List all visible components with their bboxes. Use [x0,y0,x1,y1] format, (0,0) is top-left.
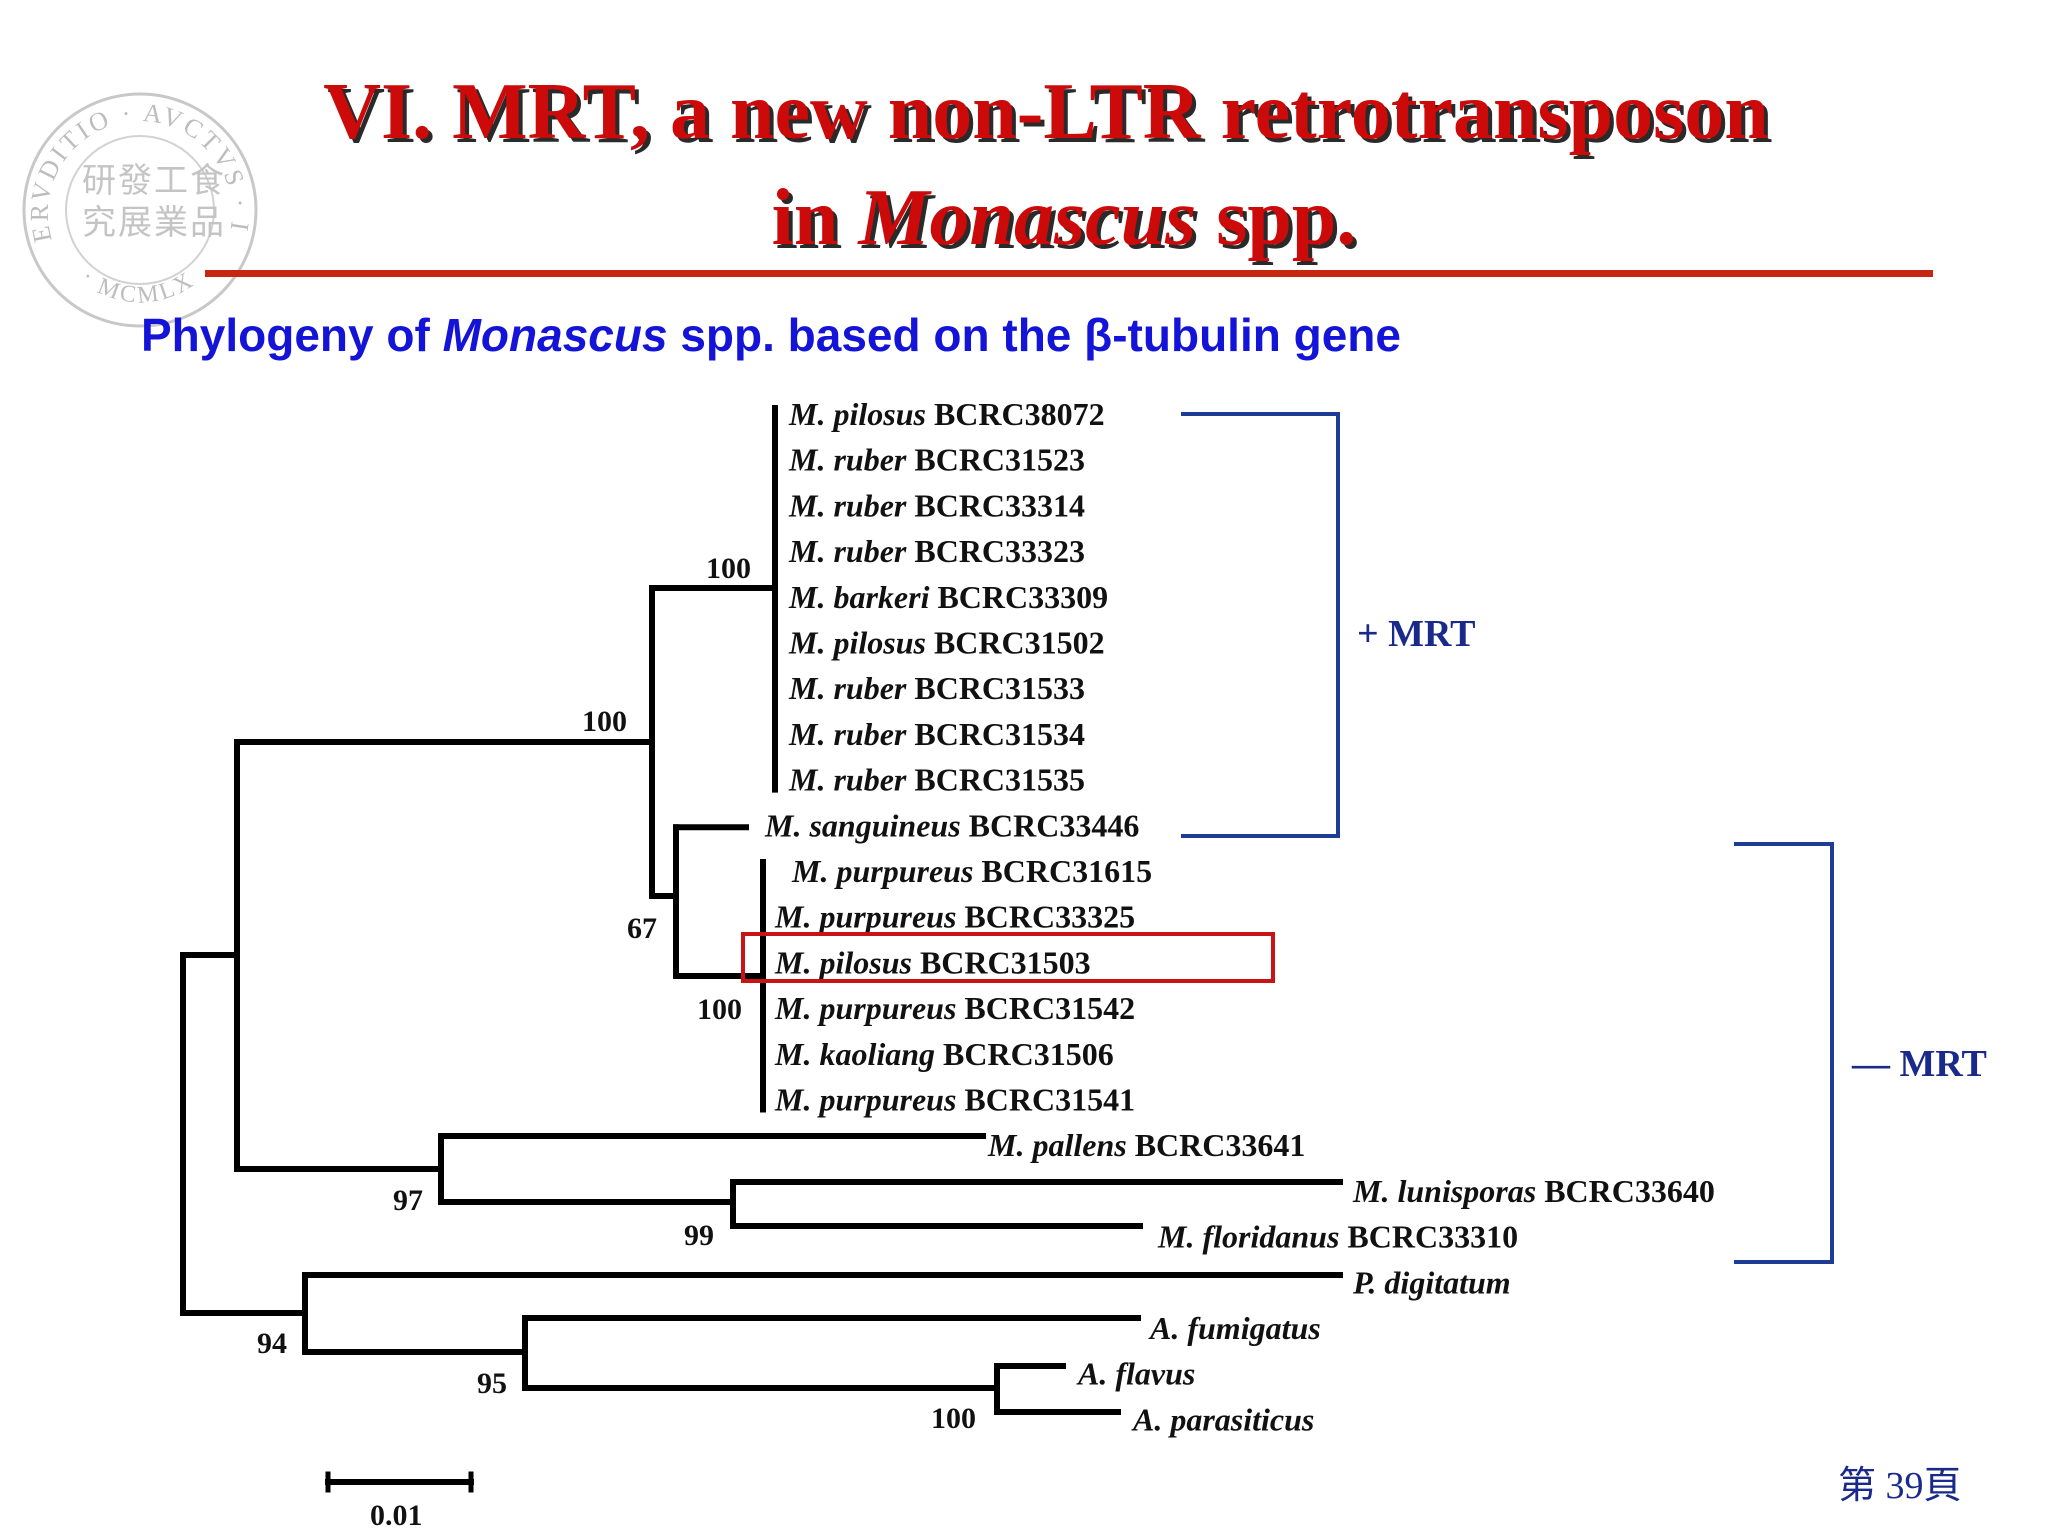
group-label-plus-mrt: + MRT [1357,613,1475,655]
seal-character: 究 [82,203,116,243]
seal-character: 展 [118,203,152,243]
bootstrap-value: 100 [706,552,751,585]
taxon-label: A. parasiticus [1131,1401,1314,1437]
taxon-label: M. lunisporas BCRC33640 [1352,1173,1715,1209]
taxon-label: M. ruber BCRC31535 [788,762,1085,798]
taxon-label: M. pilosus BCRC38072 [788,396,1105,432]
seal-character: 發 [118,161,152,201]
bootstrap-value: 100 [582,705,627,738]
title-divider [205,270,1933,277]
group-label-minus-mrt: — MRT [1851,1043,1987,1085]
taxon-label: M. ruber BCRC31523 [788,442,1085,478]
taxon-label: M. ruber BCRC33323 [788,533,1085,569]
highlight-box [741,932,1275,983]
taxon-label: M. purpureus BCRC31541 [774,1082,1135,1118]
taxon-label: M. purpureus BCRC33325 [774,899,1135,935]
bootstrap-value: 97 [393,1184,423,1217]
slide-title-line-1: VI. MRT, a new non-LTR retrotransposon [323,68,1769,156]
taxon-label: M. floridanus BCRC33310 [1157,1219,1518,1255]
taxon-label: M. ruber BCRC33314 [788,487,1085,523]
taxon-label: M. ruber BCRC31533 [788,670,1085,706]
bootstrap-value: 94 [257,1327,287,1360]
slide-subtitle: Phylogeny of Monascus spp. based on the … [141,308,1401,362]
seal-character: 工 [154,161,188,201]
seal-character: 品 [190,203,224,243]
subtitle-genus: Monascus [442,309,668,361]
taxon-label: A. flavus [1076,1356,1195,1392]
taxon-label: M. kaoliang BCRC31506 [774,1036,1114,1072]
title-suffix: spp. [1196,174,1357,262]
university-seal-logo: ERVDITIO · AVCTVS · INITVM · MCMLXV · 研發… [20,90,258,328]
page-number: 第 39頁 [1838,1465,1962,1507]
taxon-label: M. barkeri BCRC33309 [788,579,1108,615]
taxon-label: M. ruber BCRC31534 [788,716,1085,752]
bootstrap-value: 99 [684,1219,714,1252]
bootstrap-value: 67 [627,912,657,945]
taxon-label: M. purpureus BCRC31542 [774,990,1135,1026]
bootstrap-value: 100 [697,993,742,1026]
taxon-label: M. pilosus BCRC31503 [774,944,1091,980]
taxon-label: M. sanguineus BCRC33446 [764,807,1139,843]
title-genus: Monascus [858,174,1197,262]
taxon-label: P. digitatum [1352,1264,1511,1300]
subtitle-suffix: spp. based on the β-tubulin gene [667,309,1401,361]
taxon-label: A. fumigatus [1148,1310,1321,1346]
subtitle-prefix: Phylogeny of [141,309,443,361]
bootstrap-value: 100 [931,1402,976,1435]
seal-character: 食 [190,161,224,201]
seal-character: 業 [154,203,188,243]
taxon-label: M. purpureus BCRC31615 [791,853,1152,889]
seal-character: 研 [82,161,116,201]
title-prefix: in [771,174,859,262]
scale-bar-label: 0.01 [370,1499,423,1532]
bootstrap-value: 95 [477,1367,507,1400]
taxon-label: M. pallens BCRC33641 [987,1127,1305,1163]
taxon-label: M. pilosus BCRC31502 [788,625,1105,661]
slide-title-line-2: in Monascus spp. [40,178,2048,258]
